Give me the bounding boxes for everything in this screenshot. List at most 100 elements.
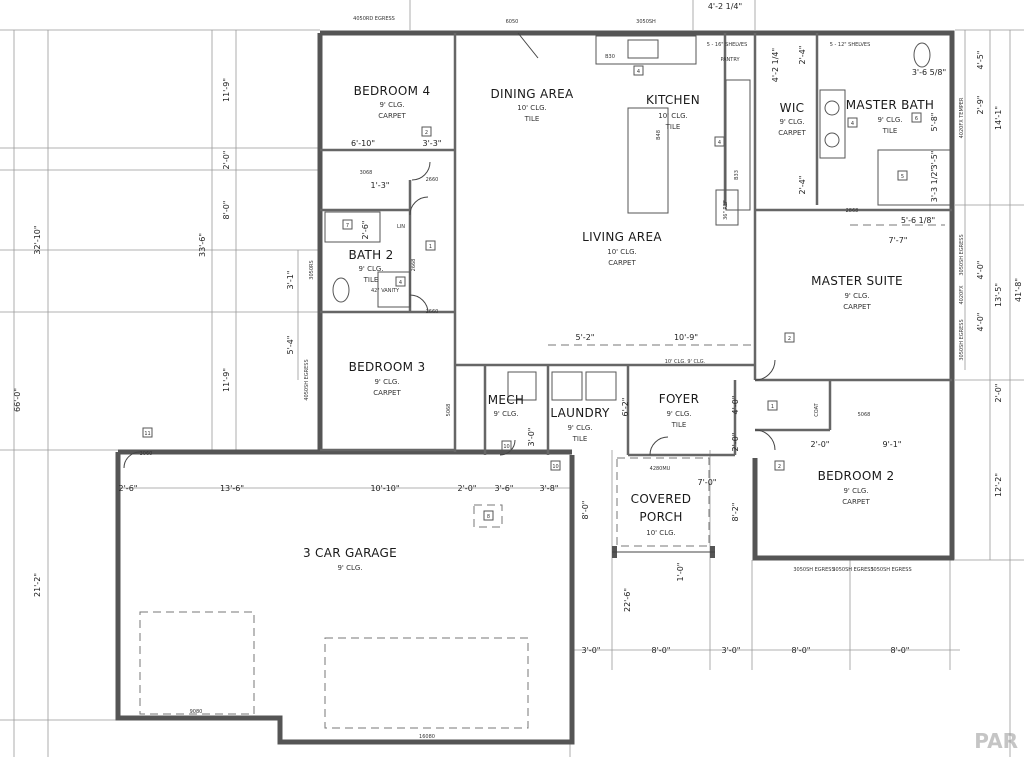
dim-right-inner-2: 2'-9" (976, 96, 985, 115)
master-toilet (913, 42, 931, 68)
dim-porch-c: 8'-2" (731, 503, 740, 522)
tag-label-2-a: 2 (425, 130, 428, 136)
door-swings (123, 32, 776, 469)
note-garage-door-2: 16080 (419, 734, 435, 740)
garage-door-swing (123, 451, 141, 469)
room-name-covered-porch-line2: PORCH (639, 510, 682, 524)
tag-label-1: 1 (429, 244, 432, 250)
room-name-laundry: LAUNDRY (550, 406, 610, 420)
dim-living-b: 10'-9" (674, 333, 698, 342)
note-b30: B30 (605, 54, 615, 60)
kitchen-island (627, 107, 669, 214)
room-ceiling-kitchen: 10' CLG. (658, 112, 688, 120)
tag-box-10-b (550, 460, 561, 471)
room-ceiling-3-car-garage: 9' CLG. (337, 564, 362, 572)
room-ceiling-bath-2: 9' CLG. (358, 265, 383, 273)
room-floor-bath-2: TILE (363, 276, 379, 284)
fixtures (139, 35, 951, 729)
dim-left-seg-3: 8'-0" (222, 201, 231, 220)
note-shelves-5-12: 5 - 12" SHELVES (830, 42, 871, 48)
tag-label-6: 6 (915, 116, 918, 122)
note-door-5068-b: 5068 (858, 412, 871, 418)
room-floor-bedroom-2: CARPET (842, 498, 870, 506)
tag-box-4-c (395, 276, 406, 287)
note-coat: COAT (814, 402, 820, 416)
dim-garage-e: 3'-6" (495, 484, 514, 493)
dim-foyer-b: 2'-0" (731, 433, 740, 452)
note-egress-3: 3050SH EGRESS (870, 567, 911, 573)
master-shower (877, 149, 951, 206)
dim-foyer-a: 4'-0" (731, 396, 740, 415)
room-floor-foyer: TILE (671, 421, 687, 429)
master-sink-2 (824, 132, 840, 148)
dim-top-kitchen: 4'-2 1/4" (708, 2, 742, 11)
dim-bed4-closet: 3'-3" (423, 139, 442, 148)
room-name-covered-porch-line1: COVERED (631, 492, 692, 506)
tag-box-10 (501, 440, 512, 451)
front-door-swing (649, 436, 669, 456)
plan-notes: 4050RD EGRESS 6050 3050SH 5 - 16" SHELVE… (140, 16, 965, 740)
dim-laundry-a: 6'-2" (621, 398, 630, 417)
detail-tags: 2 1 7 4 4 6 5 2 1 2 10 10 11 8 4 4 (142, 65, 922, 521)
bottom-dimension-lines (120, 450, 960, 757)
dim-porch-a: 7'-0" (698, 478, 717, 487)
note-shelves-5-16: 5 - 16" SHELVES (707, 42, 748, 48)
left-dimension-lines (0, 0, 756, 757)
bath2-toilet (332, 277, 350, 303)
dim-wic-c: 2'-4" (798, 176, 807, 195)
tag-label-8: 8 (487, 514, 490, 520)
note-window-3050r: 3050RS (309, 260, 315, 279)
dim-right-inner-4: 4'-0" (976, 313, 985, 332)
dining-door-swing (517, 32, 539, 59)
dim-mbath-a: 3'-6 5/8" (912, 68, 946, 77)
porch-outline (616, 457, 710, 547)
kitchen-counter-top (595, 35, 697, 65)
dim-mbath-b: 5'-8" (930, 113, 939, 132)
note-ref: 36" REF (723, 200, 729, 220)
note-door-5068: 5068 (446, 404, 452, 417)
dim-porch-d: 1'-0" (676, 563, 685, 582)
dim-left-seg-4: 11'-9" (222, 368, 231, 392)
tag-label-5: 5 (901, 174, 904, 180)
bath2-tub (324, 211, 381, 243)
tag-box-11 (142, 427, 153, 438)
dim-wic-b: 2'-4" (798, 46, 807, 65)
dim-porch-b: 8'-0" (581, 501, 590, 520)
room-name-living-area: LIVING AREA (582, 230, 662, 244)
dim-laundry-b: 3'-0" (527, 428, 536, 447)
dim-msuite-a: 7'-7" (889, 236, 908, 245)
garage-post (473, 504, 503, 528)
kitchen-sink (627, 39, 659, 59)
room-ceiling-bedroom-3: 9' CLG. (374, 378, 399, 386)
room-ceiling-mech: 9' CLG. (493, 410, 518, 418)
tag-box-4-b (847, 117, 858, 128)
note-egress-2: 3050SH EGRESS (832, 567, 873, 573)
room-floor-bedroom-4: CARPET (378, 112, 406, 120)
dim-bed2-a: 2'-0" (811, 440, 830, 449)
master-sink-1 (824, 100, 840, 116)
note-pantry: PANTRY (720, 57, 740, 63)
note-window-6050: 6050 (506, 19, 519, 25)
note-garage-door-1: 9080 (190, 709, 203, 715)
watermark-logo: PAR (974, 729, 1018, 753)
bath2-door-swing (409, 196, 429, 216)
dim-right-seg-4: 2'-0" (994, 384, 1003, 403)
room-name-foyer: FOYER (659, 392, 699, 406)
room-ceiling-master-suite: 9' CLG. (844, 292, 869, 300)
room-ceiling-covered-porch: 10' CLG. (646, 529, 676, 537)
room-name-bedroom-3: BEDROOM 3 (349, 360, 426, 374)
tag-label-4-b: 4 (851, 121, 854, 127)
tag-box-8 (483, 510, 494, 521)
dim-garage-d: 2'-0" (458, 484, 477, 493)
note-ms-window-2: 4020FX (959, 285, 965, 305)
dim-bed4-width: 6'-10" (351, 139, 375, 148)
note-ms-window-3: 3050SH EGRESS (959, 319, 965, 360)
bath2-vanity (377, 271, 411, 308)
dim-left-mid-total: 33'-6" (198, 233, 207, 257)
tag-box-2-b (784, 332, 795, 343)
tag-box-4-d (633, 65, 644, 76)
room-name-dining-area: DINING AREA (490, 87, 574, 101)
room-name-wic: WIC (780, 101, 805, 115)
room-floor-master-suite: CARPET (843, 303, 871, 311)
exterior-walls (115, 30, 955, 745)
